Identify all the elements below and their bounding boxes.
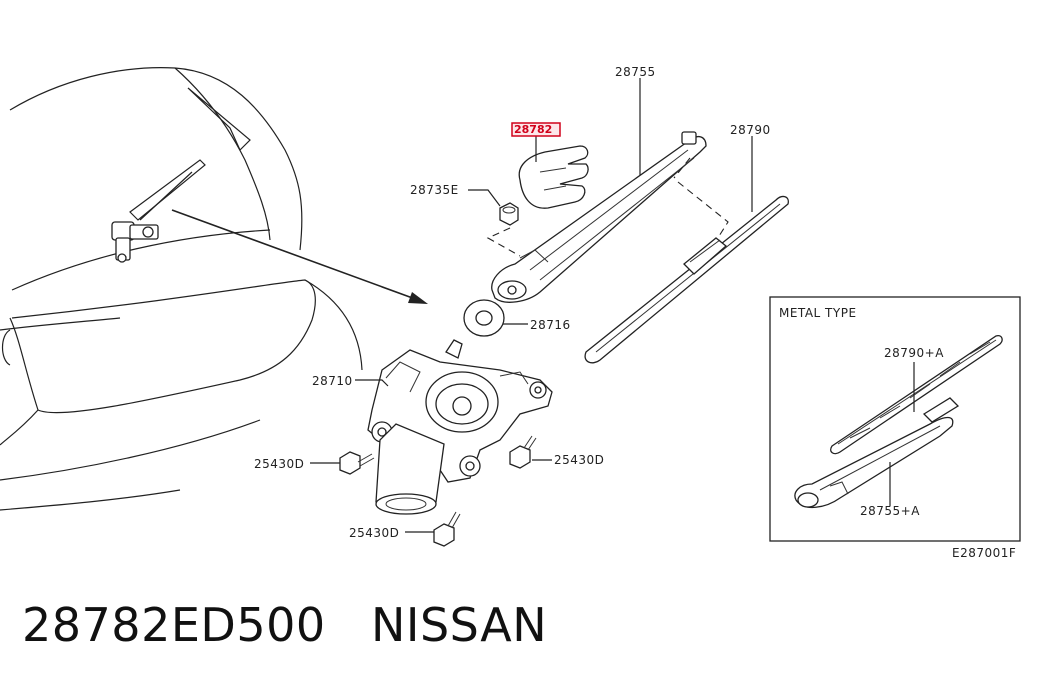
label-28782-highlighted: 28782 [514, 123, 552, 136]
wiper-arm-28755 [491, 131, 707, 303]
cap-28782 [518, 145, 589, 209]
wiper-motor-28710 [367, 339, 553, 515]
label-28790a: 28790+A [884, 346, 944, 360]
label-metal-type: METAL TYPE [779, 306, 857, 320]
metal-type-inset: METAL TYPE 28790+A 28755+A [769, 296, 1021, 542]
nut-28735e [499, 202, 519, 226]
vehicle-outline [0, 67, 363, 511]
vehicle-wiper-assembly [111, 159, 206, 263]
washer-28716 [463, 299, 505, 337]
bolt-25430d-bottom [433, 511, 461, 547]
pointer-arrow [171, 209, 428, 304]
part-number: 28782ED500 [22, 598, 326, 652]
label-28716: 28716 [530, 318, 571, 332]
label-28755: 28755 [615, 65, 656, 79]
label-25430d-bottom: 25430D [349, 526, 399, 540]
part-caption: 28782ED500 NISSAN [22, 598, 547, 652]
label-25430d-right: 25430D [554, 453, 604, 467]
wiper-blade-28790 [584, 195, 789, 364]
label-28755a: 28755+A [860, 504, 920, 518]
label-28710: 28710 [312, 374, 353, 388]
label-28735e: 28735E [410, 183, 459, 197]
brand-name: NISSAN [371, 598, 548, 652]
bolt-25430d-left [339, 451, 375, 475]
bolt-25430d-right [509, 435, 537, 469]
leader-lines [310, 78, 753, 533]
highlight-box-28782 [511, 122, 561, 137]
dashed-guides [486, 157, 729, 257]
label-25430d-left: 25430D [254, 457, 304, 471]
diagram-code: E287001F [952, 546, 1016, 560]
label-28790: 28790 [730, 123, 771, 137]
